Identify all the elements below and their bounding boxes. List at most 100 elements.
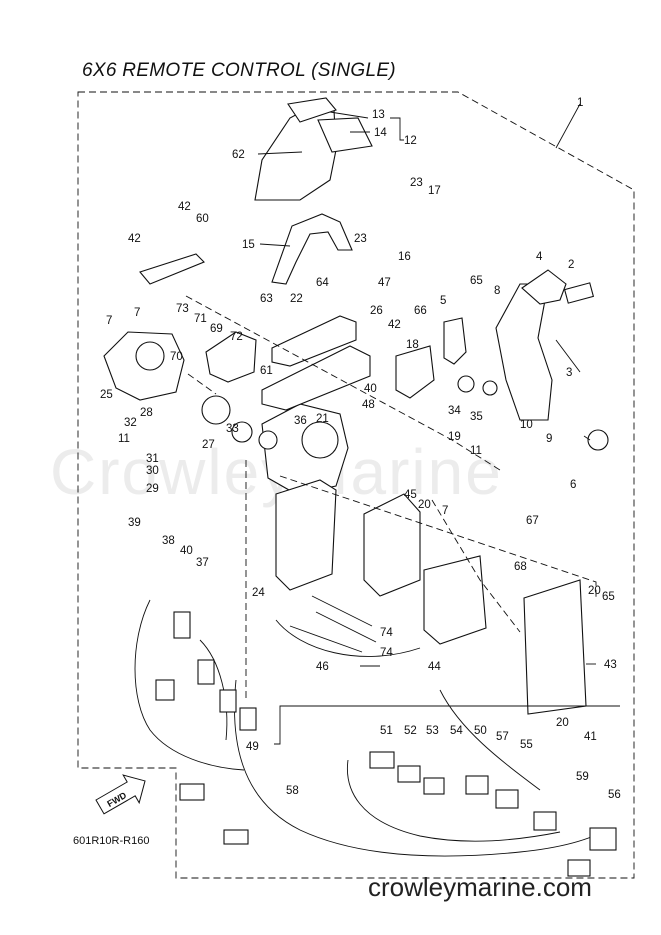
callout: 56 xyxy=(608,789,621,801)
callout: 73 xyxy=(176,303,189,315)
lever-arm xyxy=(495,283,553,421)
callout: 65 xyxy=(602,591,615,603)
callout: 43 xyxy=(604,659,617,671)
leader-15 xyxy=(259,243,291,247)
callout: 53 xyxy=(426,725,439,737)
leader-13 xyxy=(329,111,369,119)
callout: 1 xyxy=(577,97,583,109)
cable-tie-46 xyxy=(289,625,363,653)
callout: 51 xyxy=(380,725,393,737)
washer-34 xyxy=(457,375,475,393)
callout: 70 xyxy=(170,351,183,363)
callout: 74 xyxy=(380,627,393,639)
ring-35 xyxy=(482,380,498,396)
callout: 14 xyxy=(374,127,387,139)
callout: 12 xyxy=(404,135,417,147)
callout: 28 xyxy=(140,407,153,419)
callout: 69 xyxy=(210,323,223,335)
callout: 44 xyxy=(428,661,441,673)
lever-grip xyxy=(521,269,567,305)
callout: 39 xyxy=(128,517,141,529)
left-bracket xyxy=(139,253,205,285)
callout: 59 xyxy=(576,771,589,783)
callout: 24 xyxy=(252,587,265,599)
callout: 42 xyxy=(388,319,401,331)
callout: 33 xyxy=(226,423,239,435)
connector-51 xyxy=(369,751,395,769)
callout: 22 xyxy=(290,293,303,305)
callout: 23 xyxy=(354,233,367,245)
callout: 49 xyxy=(246,741,259,753)
harness-loop xyxy=(134,599,245,771)
callout: 31 xyxy=(146,453,159,465)
callout: 65 xyxy=(470,275,483,287)
callout: 74 xyxy=(380,647,393,659)
callout: 64 xyxy=(316,277,329,289)
connector-g xyxy=(223,829,249,845)
callout: 54 xyxy=(450,725,463,737)
harness-right xyxy=(346,759,561,842)
leader-49 xyxy=(274,705,620,745)
callout: 20 xyxy=(588,585,601,597)
callout: 23 xyxy=(410,177,423,189)
callout: 66 xyxy=(414,305,427,317)
callout: 48 xyxy=(362,399,375,411)
callout: 67 xyxy=(526,515,539,527)
stop-plate-5 xyxy=(443,317,467,365)
callout: 42 xyxy=(128,233,141,245)
callout: 20 xyxy=(556,717,569,729)
mount-plate-43 xyxy=(523,579,587,715)
callout: 40 xyxy=(364,383,377,395)
callout: 38 xyxy=(162,535,175,547)
callout: 50 xyxy=(474,725,487,737)
callout: 27 xyxy=(202,439,215,451)
left-bearing xyxy=(135,341,165,371)
connector-2 xyxy=(563,282,595,304)
callout: 58 xyxy=(286,785,299,797)
callout: 2 xyxy=(568,259,574,271)
callout: 7 xyxy=(442,505,448,517)
connector-56 xyxy=(589,827,617,851)
wire-to-box xyxy=(275,619,421,657)
handle-grip xyxy=(287,97,337,123)
guide-line-3 xyxy=(431,499,521,633)
site-url[interactable]: crowleymarine.com xyxy=(368,872,592,902)
connector-c xyxy=(219,689,237,713)
callout: 46 xyxy=(316,661,329,673)
callout: 71 xyxy=(194,313,207,325)
connector-52 xyxy=(397,765,421,783)
callout: 15 xyxy=(242,239,255,251)
callout: 7 xyxy=(106,315,112,327)
callout: 68 xyxy=(514,561,527,573)
callout: 20 xyxy=(418,499,431,511)
callout: 60 xyxy=(196,213,209,225)
callout: 21 xyxy=(316,413,329,425)
control-unit-45 xyxy=(363,493,421,597)
callout: 42 xyxy=(178,201,191,213)
callout: 9 xyxy=(546,433,552,445)
callout: 47 xyxy=(378,277,391,289)
connector-54 xyxy=(465,775,489,795)
connector-e xyxy=(155,679,175,701)
plug-59 xyxy=(567,859,591,877)
cap-6 xyxy=(587,429,609,451)
harness-branch-2 xyxy=(439,689,541,791)
drum-27 xyxy=(201,395,231,425)
callout: 11 xyxy=(470,445,482,457)
leader-3 xyxy=(555,339,581,373)
callout: 61 xyxy=(260,365,273,377)
connector-d xyxy=(239,707,257,731)
callout: 36 xyxy=(294,415,307,427)
callout: 6 xyxy=(570,479,576,491)
relay-block-44 xyxy=(423,555,487,645)
callout: 45 xyxy=(404,489,417,501)
callout: 72 xyxy=(230,331,243,343)
drawing-code: 601R10R-R160 xyxy=(73,835,150,847)
callout: 17 xyxy=(428,185,441,197)
callout: 35 xyxy=(470,411,483,423)
callout: 7 xyxy=(134,307,140,319)
callout: 19 xyxy=(448,431,461,443)
cable-tie-74b xyxy=(315,611,377,643)
guide-line-1 xyxy=(185,295,501,471)
